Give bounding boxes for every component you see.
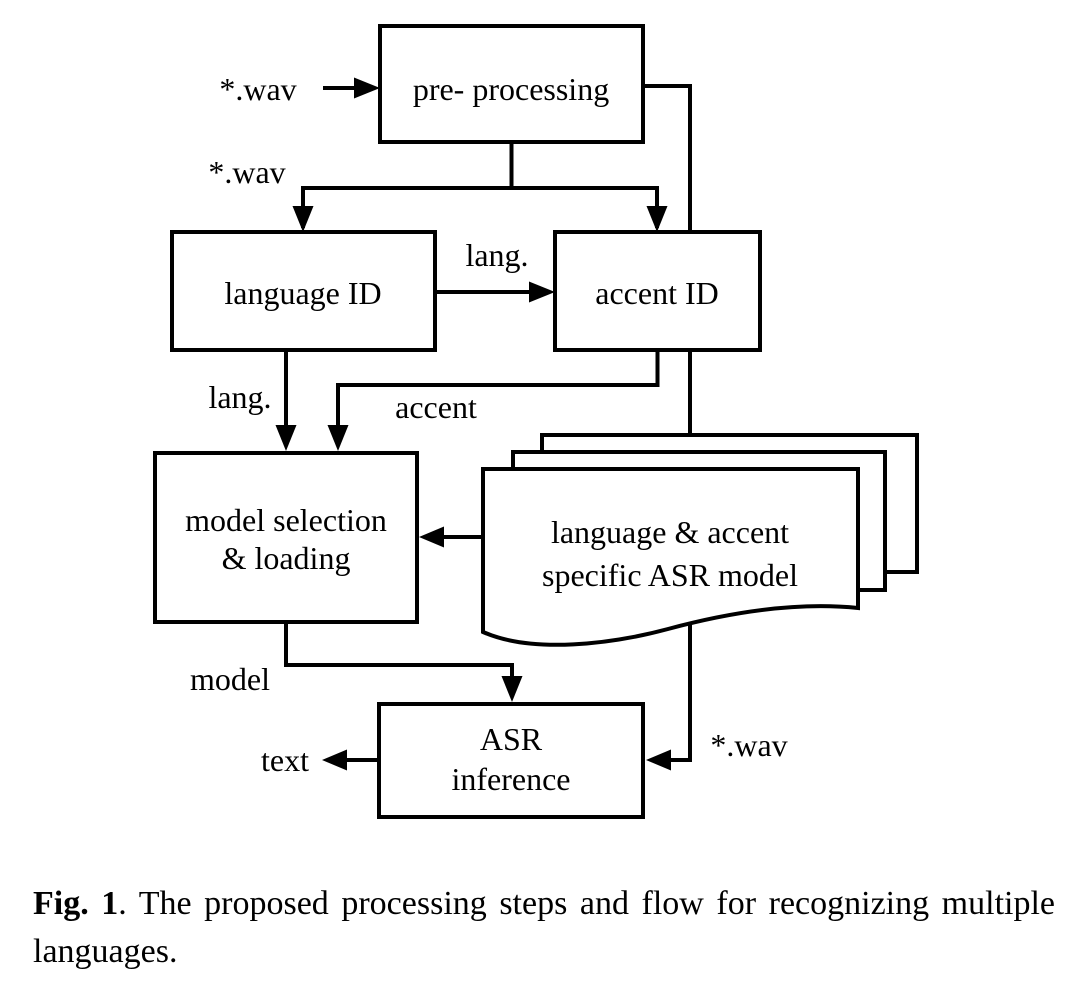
- diagram-edges: [275, 77, 692, 771]
- accent-id-label: accent ID: [595, 275, 718, 311]
- asr-model-store-label-line2: specific ASR model: [542, 557, 798, 593]
- caption-text: . The proposed processing steps and flow…: [33, 885, 1055, 970]
- caption-figure-number: Fig. 1: [33, 885, 119, 922]
- arrowhead-to-accent-id: [646, 206, 668, 232]
- arrowhead-wav-into-inference: [646, 749, 671, 771]
- model-to-inference-label: model: [190, 661, 270, 697]
- wav-inference-label: *.wav: [710, 727, 787, 763]
- accent-to-model-label: accent: [395, 389, 477, 425]
- flow-diagram: pre- processing language ID accent ID mo…: [153, 24, 919, 819]
- edge-split-bar: [301, 186, 659, 228]
- arrowhead-to-language-id: [292, 206, 314, 232]
- pre-processing-box: [378, 24, 645, 144]
- arrowhead-lang-to-accent-id: [529, 281, 555, 303]
- edge-accent-to-model-selection: [336, 352, 660, 427]
- arrowhead-wav-input: [354, 77, 380, 99]
- pre-processing-label: pre- processing: [413, 71, 609, 107]
- asr-inference-label-line2: inference: [451, 761, 570, 797]
- accent-id-box: [553, 230, 762, 352]
- asr-model-store-label-line1: language & accent: [551, 514, 789, 550]
- edge-wav-bypass-route: [643, 84, 692, 762]
- arrowhead-store-to-model-selection: [419, 526, 444, 548]
- wav-split-label: *.wav: [208, 154, 285, 190]
- diagram-labels: pre- processing language ID accent ID mo…: [185, 71, 798, 797]
- asr-inference-box: [377, 702, 645, 819]
- figure-caption: Fig. 1. The proposed processing steps an…: [33, 880, 1055, 976]
- edge-model-to-inference: [284, 624, 514, 679]
- model-selection-box: [153, 451, 419, 624]
- arrowhead-lang-to-model-selection: [275, 425, 297, 451]
- arrowhead-text-output: [322, 749, 347, 771]
- wav-input-label: *.wav: [219, 71, 296, 107]
- asr-inference-label-line1: ASR: [480, 721, 543, 757]
- language-id-box: [170, 230, 437, 352]
- lang-to-accent-label: lang.: [465, 237, 528, 273]
- language-id-label: language ID: [224, 275, 381, 311]
- diagram-nodes: [153, 24, 919, 819]
- asr-model-document-front: [481, 467, 860, 647]
- text-output-label: text: [261, 742, 309, 778]
- arrowhead-accent-to-model-selection: [327, 425, 349, 451]
- model-selection-label-line1: model selection: [185, 502, 387, 538]
- arrowhead-model-to-inference: [501, 676, 523, 702]
- model-selection-label-line2: & loading: [222, 540, 351, 576]
- lang-to-model-label: lang.: [208, 379, 271, 415]
